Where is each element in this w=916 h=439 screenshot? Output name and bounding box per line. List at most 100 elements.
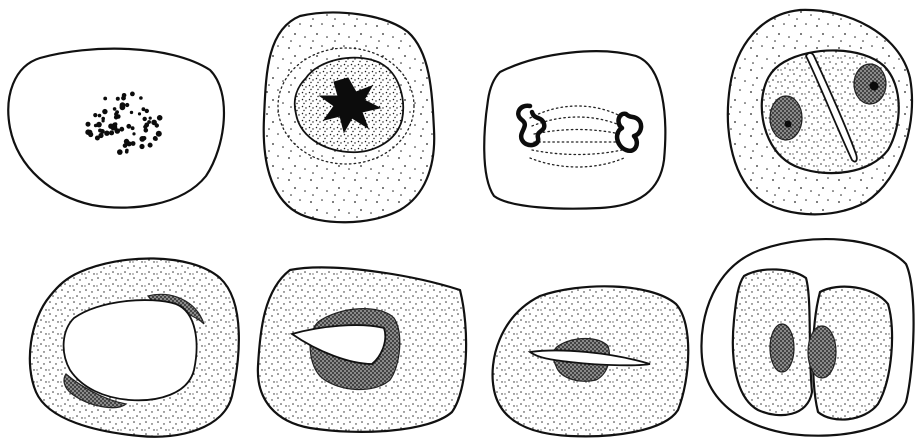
cell-2 — [264, 13, 435, 223]
chromatin-granule — [125, 150, 129, 154]
cell-1 — [8, 49, 224, 208]
chromatin-granule — [114, 112, 118, 116]
cell-5-nuclear-cap — [148, 294, 204, 324]
chromatin-granule — [122, 93, 127, 98]
daughter-nucleus-left — [770, 96, 802, 140]
daughter-cell-right — [813, 287, 892, 420]
chromatin-mass-left — [518, 106, 544, 145]
cell-4-cytoplasm — [728, 10, 912, 214]
chromatin-granule — [86, 122, 91, 127]
cell-7-cytoplasm — [493, 286, 689, 436]
chromatin-granule — [139, 96, 143, 100]
chromatin-granule — [116, 97, 120, 101]
chromatin-granule — [115, 110, 119, 114]
chromatin-granule — [108, 124, 113, 129]
chromatin-granule — [119, 127, 124, 132]
chromatin-granule — [112, 125, 115, 128]
cell-4-division-plane — [806, 53, 857, 162]
chromatin-granule — [125, 149, 129, 153]
spindle-fiber — [530, 106, 624, 118]
chromatin-granule — [102, 109, 107, 114]
chromatin-granule — [127, 141, 132, 146]
nucleolus — [870, 82, 878, 90]
spindle-fiber — [532, 117, 622, 126]
chromatin-granule — [145, 109, 149, 113]
spindle-fiber — [532, 150, 622, 155]
chromatin-granule — [120, 102, 126, 108]
chromatin-granule — [131, 126, 135, 130]
chromatin-granule — [120, 104, 126, 110]
chromatin-granule — [153, 121, 157, 125]
chromatin-granule — [116, 114, 121, 119]
chromatin-granule — [157, 115, 163, 121]
spindle-fiber — [534, 130, 620, 135]
cell-5-nuclear-crescent — [64, 374, 126, 408]
chromatin-granule — [132, 132, 135, 135]
chromatin-granule — [123, 143, 128, 148]
chromatin-granule — [102, 119, 105, 122]
chromatin-granule — [98, 114, 102, 118]
cell-4 — [728, 10, 912, 214]
chromatin-granule — [143, 125, 147, 129]
cell-7-nucleus — [553, 339, 609, 382]
chromatin-granule — [153, 136, 158, 141]
chromatin-granule — [142, 136, 146, 140]
cell-6-cytoplasm — [258, 267, 466, 431]
chromatin-granule — [143, 117, 147, 121]
chromatin-granule — [138, 112, 141, 115]
chromatin-granule — [114, 115, 118, 119]
chromatin-granule — [139, 144, 144, 149]
cell-2-cytoplasm — [264, 13, 435, 223]
cell-6 — [258, 267, 466, 431]
cell-7-slit — [530, 351, 650, 366]
cell-3 — [484, 51, 665, 208]
chromatin-granule — [154, 137, 158, 141]
chromatin-granule — [148, 143, 153, 148]
chromatin-granule — [121, 96, 126, 101]
cell-6-nucleus — [310, 309, 400, 390]
cell-3-membrane — [484, 51, 665, 208]
chromatin-granule — [142, 107, 146, 111]
chromatin-granule — [151, 120, 157, 126]
chromatin-granule — [103, 97, 107, 101]
chromatin-granule — [104, 131, 109, 136]
chromatin-granule — [100, 129, 105, 134]
chromatin-granule — [125, 103, 129, 107]
chromatin-granule — [155, 123, 159, 127]
chromatin-granule — [144, 128, 149, 133]
chromatin-granule — [111, 124, 117, 130]
chromatin-granule — [130, 92, 135, 97]
nucleolus — [785, 121, 791, 127]
cell-4-nucleus — [762, 50, 899, 173]
chromatin-granule — [98, 129, 102, 133]
cell-1-membrane — [8, 49, 224, 208]
chromatin-granule — [112, 123, 116, 127]
chromatin-granule — [95, 136, 100, 141]
chromatin-granule — [126, 124, 131, 129]
chromatin-granule — [109, 130, 114, 135]
chromatin-mass-right — [617, 114, 641, 151]
chromatin-granule — [139, 136, 145, 142]
chromatin-granule — [96, 122, 102, 128]
cell-5-vacuole — [64, 300, 197, 400]
cell-2-chromatin-mass — [320, 78, 380, 132]
chromatin-granule — [156, 131, 162, 137]
cell-2-halo — [278, 48, 414, 164]
chromatin-granules — [85, 92, 162, 155]
cell-5-cytoplasm — [30, 258, 239, 436]
chromatin-granule — [98, 133, 103, 138]
cell-2-nucleus — [295, 58, 403, 153]
daughter-cell-left — [733, 269, 812, 415]
chromatin-granule — [113, 107, 117, 111]
chromatin-granule — [88, 130, 93, 135]
daughter-nucleus-right — [808, 326, 836, 378]
cell-6-clear-space — [292, 325, 385, 364]
cell-8 — [701, 239, 913, 436]
chromatin-granule — [147, 120, 151, 124]
chromatin-granule — [101, 117, 105, 121]
cell-7 — [493, 286, 689, 436]
chromatin-granule — [88, 132, 93, 137]
spindle-fiber — [530, 158, 624, 167]
chromatin-granule — [124, 139, 129, 144]
